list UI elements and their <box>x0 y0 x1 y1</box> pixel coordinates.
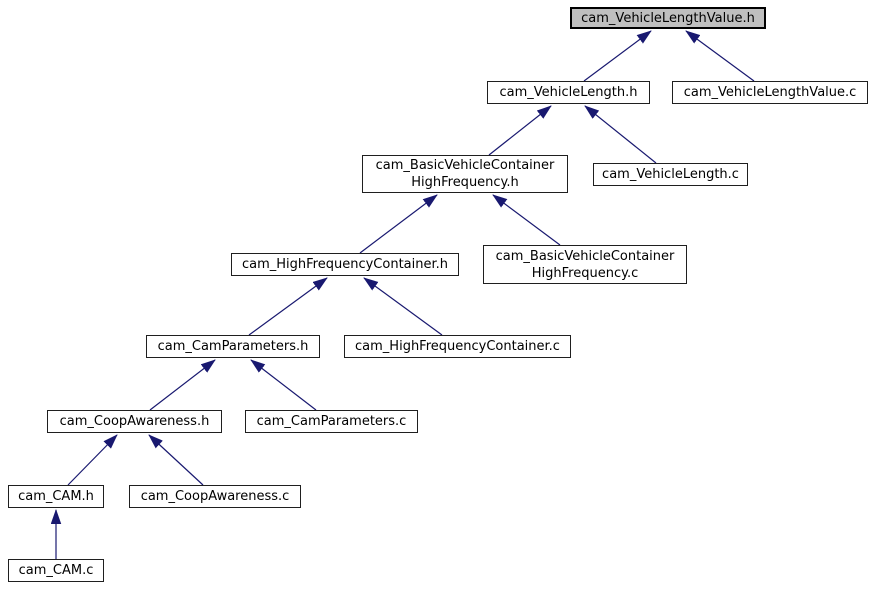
edge-cam_VehicleLength_h-to-cam_VehicleLengthValue_h <box>583 30 652 82</box>
node-label: cam_CoopAwareness.h <box>59 414 210 429</box>
node-label: cam_CamParameters.h <box>157 339 309 354</box>
node-label: cam_CAM.h <box>18 489 94 504</box>
node-label: cam_HighFrequencyContainer.h <box>241 257 449 272</box>
edge-cam_CamParameters_h-to-cam_HighFrequencyContainer_h <box>248 277 328 336</box>
node-label: cam_BasicVehicleContainer <box>495 248 675 264</box>
edge-cam_VehicleLength_c-to-cam_VehicleLength_h <box>584 105 657 164</box>
edge-cam_HighFrequencyContainer_h-to-cam_BasicVehicleContainerHighFrequency_h <box>359 194 438 254</box>
edge-cam_BasicVehicleContainerHighFrequency_h-to-cam_VehicleLength_h <box>488 105 552 156</box>
node-cam_HighFrequencyContainer.c[interactable]: cam_HighFrequencyContainer.c <box>344 335 571 358</box>
node-label: cam_BasicVehicleContainer <box>375 158 555 173</box>
node-label: cam_VehicleLengthValue.h <box>581 10 755 26</box>
node-label: cam_CAM.c <box>18 563 94 578</box>
node-label: cam_CoopAwareness.c <box>140 489 290 504</box>
node-cam_CoopAwareness.h[interactable]: cam_CoopAwareness.h <box>47 410 222 433</box>
node-cam_CAM.c[interactable]: cam_CAM.c <box>8 559 104 582</box>
edge-cam_CamParameters_c-to-cam_CamParameters_h <box>250 359 317 411</box>
node-cam_VehicleLength.h[interactable]: cam_VehicleLength.h <box>487 81 650 104</box>
node-label: cam_VehicleLength.c <box>602 167 739 182</box>
edge-cam_CoopAwareness_h-to-cam_CamParameters_h <box>149 359 216 411</box>
node-cam_HighFrequencyContainer.h[interactable]: cam_HighFrequencyContainer.h <box>231 253 459 276</box>
node-cam_CamParameters.c[interactable]: cam_CamParameters.c <box>245 410 418 433</box>
edge-cam_VehicleLengthValue_c-to-cam_VehicleLengthValue_h <box>685 30 755 82</box>
node-cam_CAM.h[interactable]: cam_CAM.h <box>8 485 104 508</box>
node-label: cam_VehicleLength.h <box>499 85 638 100</box>
edge-cam_CAM_h-to-cam_CoopAwareness_h <box>67 434 118 486</box>
node-label: cam_VehicleLengthValue.c <box>683 85 857 100</box>
edge-cam_HighFrequencyContainer_c-to-cam_HighFrequencyContainer_h <box>363 277 443 336</box>
edge-cam_BasicVehicleContainerHighFrequency_c-to-cam_BasicVehicleContainerHighFrequency_h <box>492 194 561 246</box>
node-label: cam_CamParameters.c <box>256 414 407 429</box>
node-cam_VehicleLengthValue.c[interactable]: cam_VehicleLengthValue.c <box>672 81 868 104</box>
node-label: HighFrequency.h <box>411 175 519 190</box>
node-cam_VehicleLengthValue.h[interactable]: cam_VehicleLengthValue.h <box>570 7 766 29</box>
edge-cam_CoopAwareness_c-to-cam_CoopAwareness_h <box>148 434 204 486</box>
node-cam_CamParameters.h[interactable]: cam_CamParameters.h <box>146 335 320 358</box>
node-label: cam_HighFrequencyContainer.c <box>355 339 560 354</box>
node-cam_BasicVehicleContainerHighFrequency.c[interactable]: cam_BasicVehicleContainer HighFrequency.… <box>483 245 687 284</box>
node-label: HighFrequency.c <box>531 265 639 281</box>
node-cam_VehicleLength.c[interactable]: cam_VehicleLength.c <box>593 163 748 186</box>
node-cam_CoopAwareness.c[interactable]: cam_CoopAwareness.c <box>129 485 301 508</box>
node-cam_BasicVehicleContainerHighFrequency.h[interactable]: cam_BasicVehicleContainer HighFrequency.… <box>362 155 568 193</box>
